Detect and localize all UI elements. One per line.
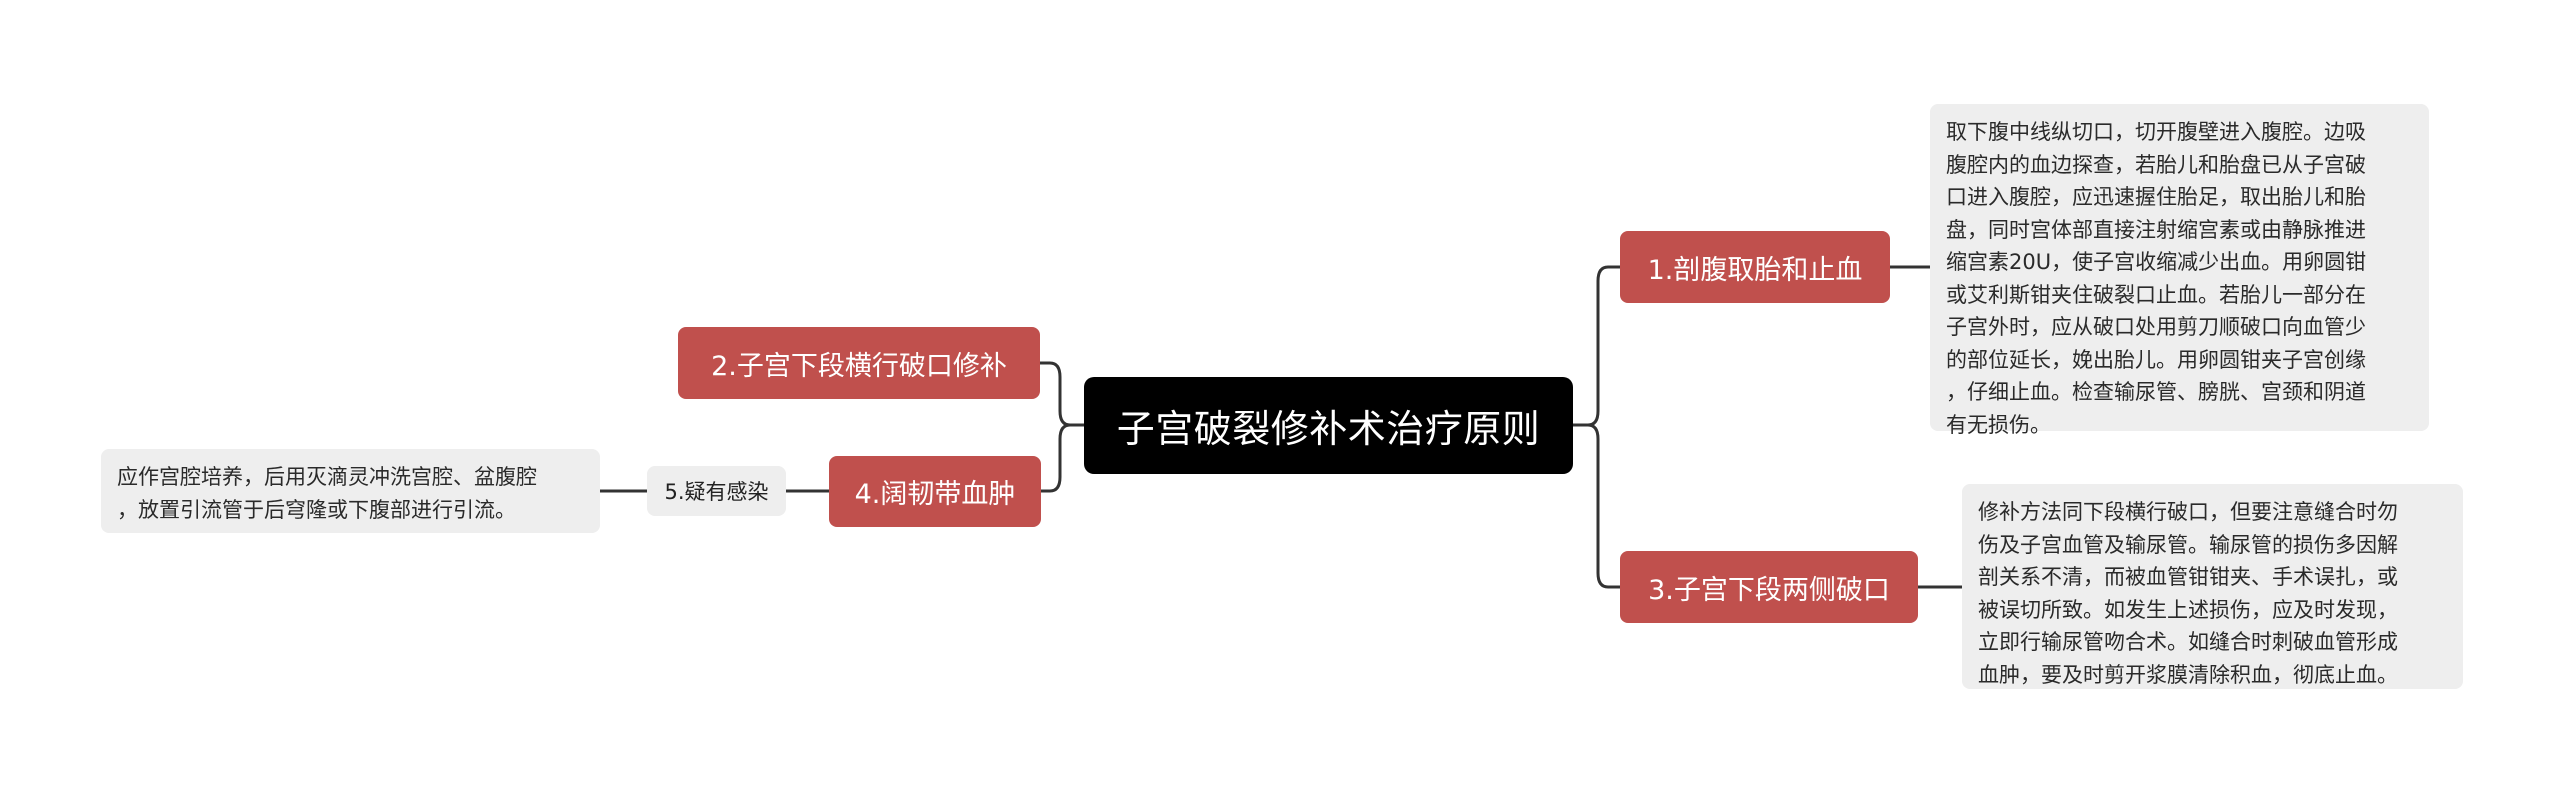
note-line: 盘，同时宫体部直接注射缩宫素或由静脉推进 [1946,217,2366,242]
connector-root-branch1 [1573,265,1620,427]
connector-root-branch3 [1573,423,1620,589]
note-line: 修补方法同下段横行破口，但要注意缝合时勿 [1978,500,2398,524]
note-subtopic-5: 应作宫腔培养，后用灭滴灵冲洗宫腔、盆腹腔 ，放置引流管于后穹隆或下腹部进行引流。 [101,449,600,533]
connector-root-branch4 [1041,423,1084,493]
note-line: 伤及子宫血管及输尿管。输尿管的损伤多因解 [1978,532,2398,557]
note-line: ，仔细止血。检查输尿管、膀胱、宫颈和阴道 [1946,380,2366,404]
note-branch-1: 取下腹中线纵切口，切开腹壁进入腹腔。边吸 腹腔内的血边探查，若胎儿和胎盘已从子宫… [1930,104,2429,437]
note-line: 立即行输尿管吻合术。如缝合时刺破血管形成 [1978,630,2398,654]
note-line: 腹腔内的血边探查，若胎儿和胎盘已从子宫破 [1946,152,2366,177]
note-line: 或艾利斯钳夹住破裂口止血。若胎儿一部分在 [1946,282,2366,307]
note-line: 子宫外时，应从破口处用剪刀顺破口向血管少 [1946,315,2366,339]
note-line: 被误切所致。如发生上述损伤，应及时发现， [1978,597,2398,622]
root-topic[interactable]: 子宫破裂修补术治疗原则 [1084,377,1573,474]
branch-3[interactable]: 3.子宫下段两侧破口 [1620,551,1918,623]
note-line: 缩宫素20U，使子宫收缩减少出血。用卵圆钳 [1946,250,2367,274]
branch-2[interactable]: 2.子宫下段横行破口修补 [678,327,1040,399]
note-line: 剖关系不清，而被血管钳钳夹、手术误扎，或 [1978,565,2398,589]
note-line: ，放置引流管于后穹隆或下腹部进行引流。 [117,497,516,522]
note-line: 的部位延长，娩出胎儿。用卵圆钳夹子宫创缘 [1946,347,2366,372]
branch-4-subtopic-5[interactable]: 5.疑有感染 [647,466,786,516]
note-line: 应作宫腔培养，后用灭滴灵冲洗宫腔、盆腹腔 [117,465,537,489]
note-branch-3: 修补方法同下段横行破口，但要注意缝合时勿 伤及子宫血管及输尿管。输尿管的损伤多因… [1962,484,2463,689]
note-line: 取下腹中线纵切口，切开腹壁进入腹腔。边吸 [1946,120,2366,144]
note-line: 血肿，要及时剪开浆膜清除积血，彻底止血。 [1978,662,2398,687]
branch-4[interactable]: 4.阔韧带血肿 [829,456,1041,527]
branch-1[interactable]: 1.剖腹取胎和止血 [1620,231,1890,303]
note-line: 有无损伤。 [1946,412,2051,437]
connector-root-branch2 [1040,361,1084,427]
note-line: 口进入腹腔，应迅速握住胎足，取出胎儿和胎 [1946,185,2366,209]
